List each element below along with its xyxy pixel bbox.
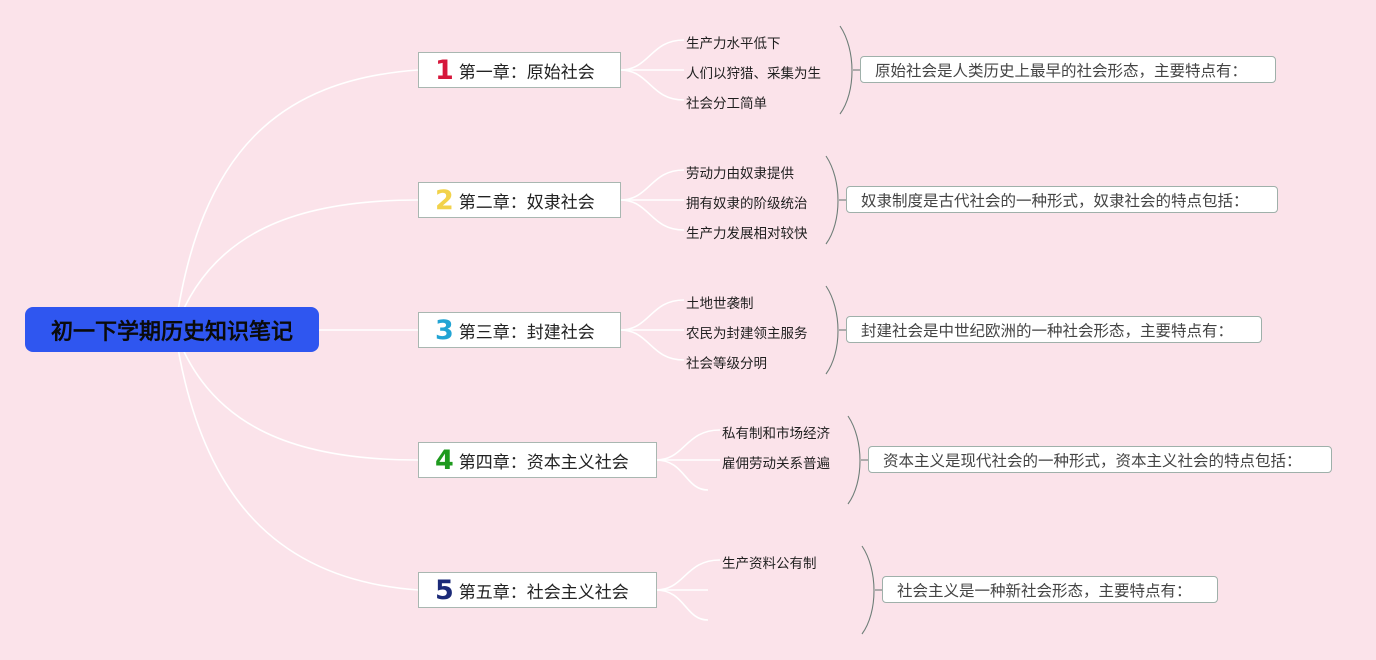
chapter-2-description[interactable]: 奴隶制度是古代社会的一种形式，奴隶社会的特点包括： bbox=[846, 186, 1278, 213]
chapter-1-title: 第一章：原始社会 bbox=[458, 62, 595, 83]
chapter-4-description[interactable]: 资本主义是现代社会的一种形式，资本主义社会的特点包括： bbox=[868, 446, 1332, 473]
chapter-2-number: 2 bbox=[435, 184, 454, 216]
chapter-1-description-text: 原始社会是人类历史上最早的社会形态，主要特点有： bbox=[875, 61, 1248, 80]
chapter-3-title: 第三章：封建社会 bbox=[458, 322, 595, 343]
chapter-5-point-1[interactable]: 生产资料公有制 bbox=[722, 556, 817, 572]
chapter-1-topic[interactable]: 1 第一章：原始社会 bbox=[418, 52, 621, 88]
chapter-2-description-text: 奴隶制度是古代社会的一种形式，奴隶社会的特点包括： bbox=[861, 191, 1249, 210]
chapter-3-point-1[interactable]: 土地世袭制 bbox=[686, 296, 754, 312]
chapter-4-topic[interactable]: 4 第四章：资本主义社会 bbox=[418, 442, 657, 478]
chapter-4-title: 第四章：资本主义社会 bbox=[458, 452, 629, 473]
chapter-4-number: 4 bbox=[435, 444, 454, 476]
chapter-3-description-text: 封建社会是中世纪欧洲的一种社会形态，主要特点有： bbox=[861, 321, 1234, 340]
chapter-4-description-text: 资本主义是现代社会的一种形式，资本主义社会的特点包括： bbox=[883, 451, 1302, 470]
chapter-3-description[interactable]: 封建社会是中世纪欧洲的一种社会形态，主要特点有： bbox=[846, 316, 1262, 343]
chapter-5-description-text: 社会主义是一种新社会形态，主要特点有： bbox=[897, 581, 1192, 600]
chapter-1-point-2[interactable]: 人们以狩猎、采集为生 bbox=[686, 66, 821, 82]
chapter-1-point-1[interactable]: 生产力水平低下 bbox=[686, 36, 781, 52]
chapter-3-number: 3 bbox=[435, 314, 454, 346]
chapter-2-title: 第二章：奴隶社会 bbox=[458, 192, 595, 213]
chapter-3-topic[interactable]: 3 第三章：封建社会 bbox=[418, 312, 621, 348]
root-title: 初一下学期历史知识笔记 bbox=[50, 319, 293, 345]
chapter-5-number: 5 bbox=[435, 574, 454, 606]
chapter-2-point-3[interactable]: 生产力发展相对较快 bbox=[686, 226, 808, 242]
chapter-4-point-1[interactable]: 私有制和市场经济 bbox=[722, 426, 830, 442]
chapter-3-point-3[interactable]: 社会等级分明 bbox=[686, 356, 767, 372]
chapter-1-description[interactable]: 原始社会是人类历史上最早的社会形态，主要特点有： bbox=[860, 56, 1276, 83]
chapter-2-point-2[interactable]: 拥有奴隶的阶级统治 bbox=[686, 196, 808, 212]
chapter-5-topic[interactable]: 5 第五章：社会主义社会 bbox=[418, 572, 657, 608]
chapter-2-point-1[interactable]: 劳动力由奴隶提供 bbox=[686, 166, 794, 182]
root-topic[interactable]: 初一下学期历史知识笔记 bbox=[25, 307, 319, 352]
chapter-3-point-2[interactable]: 农民为封建领主服务 bbox=[686, 326, 808, 342]
chapter-5-title: 第五章：社会主义社会 bbox=[458, 582, 629, 603]
chapter-4-point-2[interactable]: 雇佣劳动关系普遍 bbox=[722, 456, 830, 472]
chapter-1-point-3[interactable]: 社会分工简单 bbox=[686, 96, 767, 112]
chapter-1-number: 1 bbox=[435, 54, 454, 86]
chapter-5-description[interactable]: 社会主义是一种新社会形态，主要特点有： bbox=[882, 576, 1218, 603]
chapter-2-topic[interactable]: 2 第二章：奴隶社会 bbox=[418, 182, 621, 218]
